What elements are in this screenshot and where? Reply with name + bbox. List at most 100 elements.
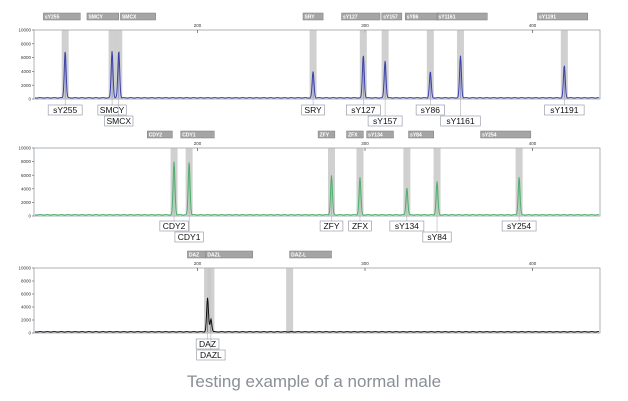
x-tick-label: 400 <box>529 141 537 146</box>
marker-bar-sy254 <box>480 130 532 139</box>
peak-label: SRY <box>304 105 322 115</box>
marker-bar-label: sY86 <box>407 14 419 20</box>
marker-bar-smcx <box>120 12 156 21</box>
signal-trace <box>34 51 599 99</box>
bin-band <box>426 30 434 99</box>
peak-label-box <box>97 104 127 116</box>
peak-label-box <box>196 349 226 361</box>
marker-bar-sry <box>302 12 324 21</box>
marker-bar-label: sY1191 <box>539 14 556 20</box>
x-tick-label: 300 <box>361 23 369 28</box>
bin-band <box>286 268 294 333</box>
marker-bar-sy127 <box>341 12 381 21</box>
peak-label-box <box>195 338 220 350</box>
marker-bar-label: CDY1 <box>182 132 196 138</box>
y-tick-label: 8000 <box>21 41 32 46</box>
x-tick-label: 400 <box>529 23 537 28</box>
y-tick-label: 8000 <box>21 159 32 164</box>
peak-label: DAZ <box>199 339 216 349</box>
peak-label: sY157 <box>373 116 397 126</box>
peak-label: sY134 <box>395 221 419 231</box>
plot-frame <box>33 29 601 100</box>
y-tick-label: 6000 <box>21 173 32 178</box>
marker-bar-cdy1 <box>180 130 215 139</box>
marker-bar-label: ZFX <box>348 132 358 138</box>
marker-bar-sy157 <box>381 12 403 21</box>
peak-label-box <box>367 115 403 127</box>
y-tick-label: 4000 <box>21 305 32 310</box>
signal-trace <box>34 297 599 333</box>
peak-label: sY255 <box>53 105 77 115</box>
y-tick-label: 2000 <box>21 83 32 88</box>
x-tick-label: 200 <box>194 141 202 146</box>
x-tick-label: 400 <box>529 261 537 266</box>
marker-bar-label: SMCX <box>122 14 137 20</box>
peak-label: sY254 <box>507 221 531 231</box>
peak-label: sY86 <box>421 105 441 115</box>
peak-label: ZFX <box>352 221 368 231</box>
marker-bar-label: CDY2 <box>149 132 163 138</box>
marker-bar-label: sY134 <box>368 132 383 138</box>
peak-label-box <box>422 231 452 243</box>
y-tick-label: 0 <box>28 97 31 102</box>
bin-band <box>560 30 568 99</box>
marker-bar-sy255 <box>43 12 81 21</box>
peak-label: SMCX <box>106 116 131 126</box>
peak-label-box <box>346 104 381 116</box>
marker-bar-dazl <box>205 250 254 259</box>
y-tick-label: 10000 <box>18 266 31 271</box>
y-tick-label: 4000 <box>21 69 32 74</box>
marker-bar-sy84 <box>408 130 434 139</box>
marker-bar-label: DAZ-L <box>291 252 306 258</box>
peak-label-box <box>301 104 325 116</box>
bin-band <box>403 148 411 216</box>
peak-label: DAZL <box>200 350 222 360</box>
peak-label-box <box>174 231 204 243</box>
marker-bar-daz-l <box>289 250 332 259</box>
bin-band <box>309 30 317 99</box>
x-tick-label: 300 <box>361 261 369 266</box>
peak-label-box <box>159 220 189 232</box>
y-tick-label: 2000 <box>21 318 32 323</box>
plot-frame <box>33 147 601 217</box>
marker-bar-zfy <box>317 130 336 139</box>
peak-label: sY1161 <box>446 116 474 126</box>
y-tick-label: 10000 <box>18 146 31 151</box>
peak-label-box <box>544 104 585 116</box>
peak-label-box <box>319 220 344 232</box>
plot-frame <box>33 267 601 334</box>
peak-label-box <box>440 115 481 127</box>
x-tick-label: 200 <box>194 23 202 28</box>
marker-bar-label: DAZL <box>207 252 220 258</box>
x-tick-label: 300 <box>361 141 369 146</box>
signal-trace <box>34 161 599 216</box>
y-tick-label: 2000 <box>21 200 32 205</box>
marker-bar-sy1191 <box>537 12 589 21</box>
y-tick-label: 0 <box>28 214 31 219</box>
marker-bar-cdy2 <box>147 130 173 139</box>
peak-label-box <box>389 220 425 232</box>
peak-label-box <box>104 115 134 127</box>
marker-bar-label: SMCY <box>88 14 103 20</box>
marker-bar-smcy <box>86 12 120 21</box>
marker-bar-label: sY127 <box>343 14 358 20</box>
marker-bar-zfx <box>346 130 364 139</box>
peak-label: SMCY <box>100 105 125 115</box>
marker-bar-sy134 <box>366 130 394 139</box>
marker-bar-label: sY157 <box>383 14 398 20</box>
y-tick-label: 10000 <box>18 28 31 33</box>
y-tick-label: 8000 <box>21 279 32 284</box>
y-tick-label: 6000 <box>21 55 32 60</box>
y-tick-label: 6000 <box>21 292 32 297</box>
peak-label: CDY2 <box>163 221 186 231</box>
marker-bar-sy1161 <box>436 12 488 21</box>
peak-label: CDY1 <box>178 232 201 242</box>
marker-bar-label: DAZ <box>189 252 199 258</box>
y-tick-label: 4000 <box>21 186 32 191</box>
bin-band <box>207 268 215 333</box>
marker-bar-label: SRY <box>305 14 316 20</box>
peak-label-box <box>47 104 83 116</box>
